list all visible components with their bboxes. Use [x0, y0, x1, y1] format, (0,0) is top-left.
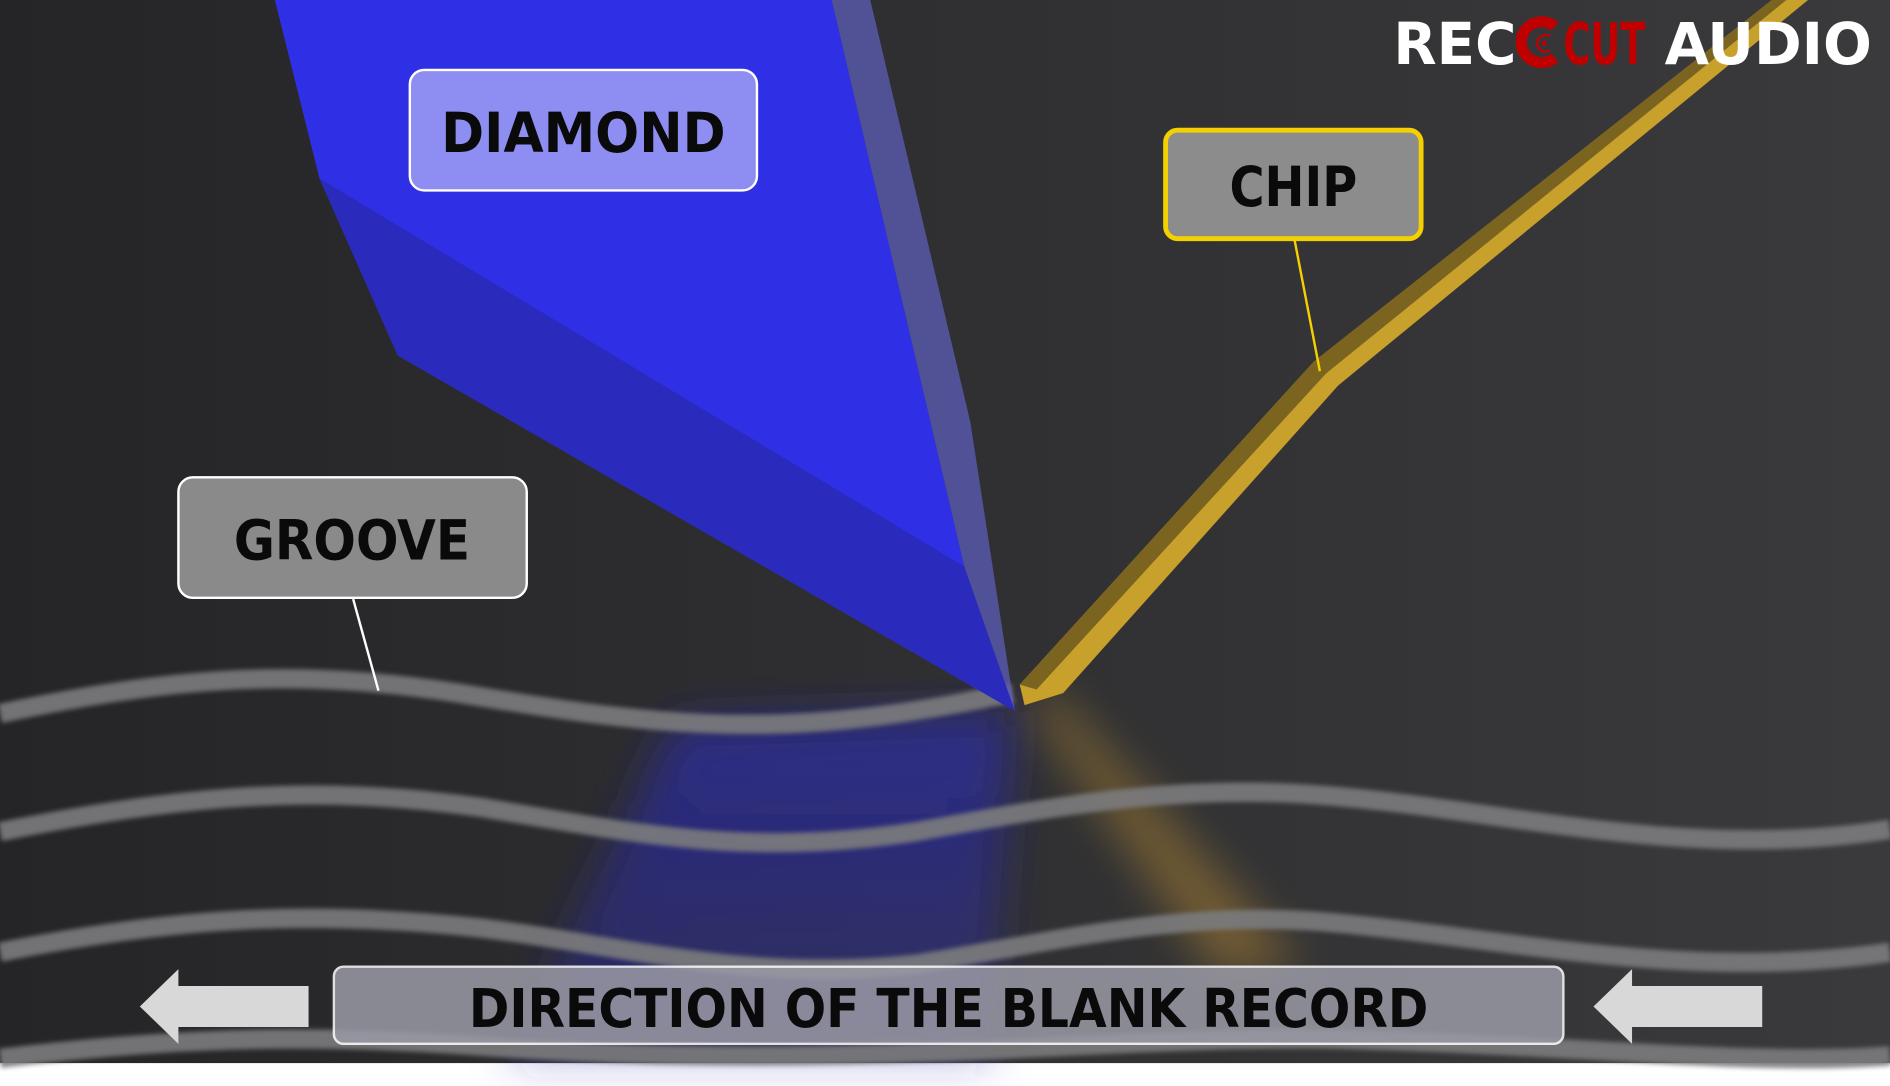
grooves — [0, 669, 1890, 1069]
direction-banner-text: DIRECTION OF THE BLANK RECORD — [469, 978, 1428, 1040]
groove-line — [0, 1029, 1890, 1069]
groove-label: GROOVE — [177, 476, 528, 600]
groove-line — [0, 908, 1890, 979]
groove-line — [0, 782, 1890, 853]
arrow-left-icon — [1593, 969, 1763, 1044]
groove-leader-line — [352, 598, 380, 691]
chip-strip — [1019, 0, 1809, 706]
chip-label: CHIP — [1163, 127, 1424, 242]
chip-reflection — [1024, 699, 1302, 977]
logo-cut: CUT — [1563, 10, 1645, 78]
record-c-icon — [1515, 16, 1559, 69]
groove-label-text: GROOVE — [234, 509, 470, 573]
logo-audio: AUDIO — [1665, 10, 1872, 78]
chip-label-text: CHIP — [1229, 156, 1357, 220]
direction-banner: DIRECTION OF THE BLANK RECORD — [332, 965, 1565, 1046]
chip-leader-line — [1293, 239, 1322, 372]
logo-rec: REC — [1393, 10, 1516, 78]
logo: REC CUT AUDIO — [1393, 10, 1872, 78]
groove-line — [0, 669, 1014, 735]
arrow-left-icon — [139, 969, 309, 1044]
diamond-label: DIAMOND — [408, 68, 759, 192]
diamond-label-text: DIAMOND — [441, 102, 725, 166]
